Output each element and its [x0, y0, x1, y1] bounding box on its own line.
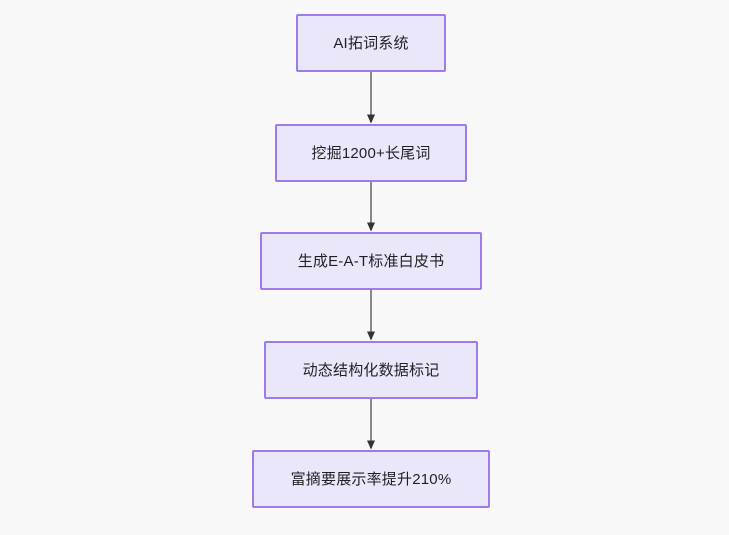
- flowchart-node-mine-longtail-keywords[interactable]: 挖掘1200+长尾词: [275, 124, 467, 182]
- flowchart-node-generate-eat-whitepaper[interactable]: 生成E-A-T标准白皮书: [260, 232, 482, 290]
- node-label: 挖掘1200+长尾词: [311, 144, 431, 162]
- node-label: 生成E-A-T标准白皮书: [297, 252, 445, 270]
- flowchart-node-ai-keyword-system[interactable]: AI拓词系统: [296, 14, 446, 72]
- node-label: AI拓词系统: [333, 34, 409, 52]
- node-label: 动态结构化数据标记: [302, 361, 440, 379]
- flowchart-node-rich-snippet-impression-uplift[interactable]: 富摘要展示率提升210%: [252, 450, 490, 508]
- flowchart-node-dynamic-structured-data-markup[interactable]: 动态结构化数据标记: [264, 341, 478, 399]
- node-label: 富摘要展示率提升210%: [290, 470, 452, 488]
